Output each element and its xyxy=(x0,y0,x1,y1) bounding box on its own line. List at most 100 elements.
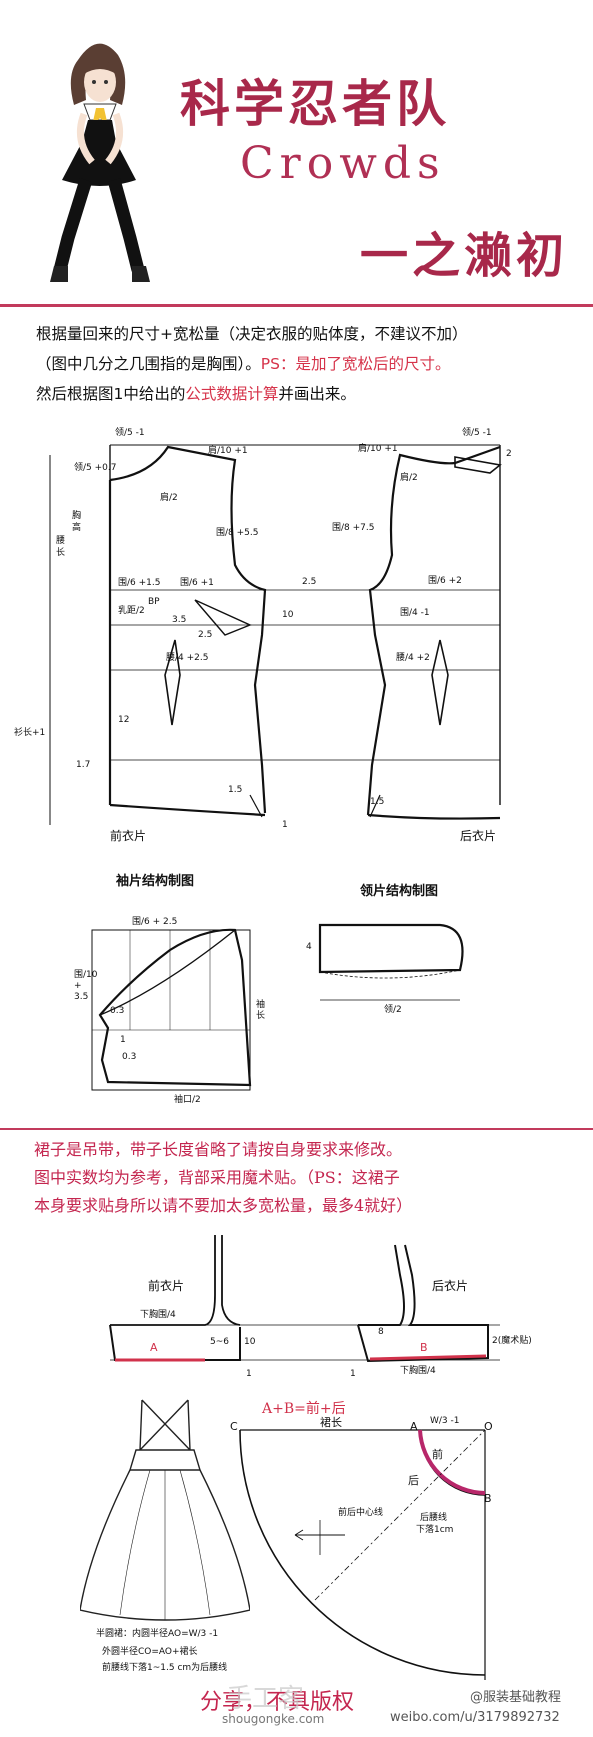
skirt-8: 8 xyxy=(378,1327,384,1337)
skirt-b: B xyxy=(420,1341,428,1354)
skirt-a: A xyxy=(150,1341,158,1354)
f-bp: BP xyxy=(148,597,160,607)
circle-c: C xyxy=(230,1420,238,1433)
skirt-front-waist: 下胸围/4 xyxy=(140,1310,176,1320)
skirt-note-2: 图中实数均为参考，背部采用魔术贴。（PS：这裙子 xyxy=(34,1168,400,1187)
header-subtitle: Crowds xyxy=(240,138,446,189)
intro-line-3b: 公式数据计算 xyxy=(185,385,279,403)
circle-front: 前 xyxy=(432,1448,443,1461)
sleeve-drawing xyxy=(91,928,252,1091)
f-waist-len: 腰长 xyxy=(56,536,66,558)
b-2: 2 xyxy=(506,449,512,459)
header: 科学忍者队 Crowds 一之濑初 xyxy=(0,0,593,300)
skirt-1b: 1 xyxy=(350,1369,356,1379)
sleeve-03b: 0.3 xyxy=(122,1052,137,1062)
intro-line-2: （图中几分之几围指的是胸围）。PS：是加了宽松后的尺寸。 xyxy=(36,350,576,379)
formula-2: 外圆半径CO=AO+裙长 xyxy=(102,1647,198,1657)
f-neck-top: 领/5 -1 xyxy=(115,428,145,438)
circle-skirt-drawing xyxy=(239,1429,486,1680)
collar-bottom: 领/2 xyxy=(384,1005,402,1015)
b-shoulder: 肩/10 +1 xyxy=(358,444,398,454)
skirt-bodice-drawing xyxy=(109,1235,500,1363)
f-35: 3.5 xyxy=(172,615,187,625)
f-bust-b: 围/6 +1 xyxy=(180,578,214,588)
footer: 分享，不具版权 手工客 shougongke.com @服装基础教程 weibo… xyxy=(0,1680,593,1737)
bodice-pattern: 领/5 -1 领/5 +0.7 肩/10 +1 肩/2 腰长 胸高 围/8 +5… xyxy=(0,425,593,845)
circle-w: W/3 -1 xyxy=(430,1416,460,1426)
collar-pattern: 领片结构制图 4 领/2 xyxy=(300,880,520,1030)
intro-line-2a: （图中几分之几围指的是胸围）。 xyxy=(36,355,261,373)
sleeve-1: 1 xyxy=(120,1035,126,1045)
collar-drawing xyxy=(318,923,464,1001)
anime-girl-illustration xyxy=(50,43,150,282)
bodice-drawing xyxy=(49,444,502,825)
collar-h4: 4 xyxy=(306,942,312,952)
intro-line-3: 然后根据图1中给出的公式数据计算并画出来。 xyxy=(36,380,576,409)
f-shoulder-half: 肩/2 xyxy=(160,493,178,503)
formula-3: 前腰线下落1~1.5 cm为后腰线 xyxy=(102,1663,228,1673)
circle-b: B xyxy=(484,1492,492,1505)
b-neck: 领/5 -1 xyxy=(462,428,492,438)
sleeve-bottom: 袖口/2 xyxy=(174,1095,201,1105)
footer-weibo: @服装基础教程 xyxy=(470,1690,562,1705)
skirt-back-waist: 下胸围/4 xyxy=(400,1366,436,1376)
f-armhole: 围/8 +5.5 xyxy=(216,528,259,538)
sleeve-side: 围/10 + 3.5 xyxy=(74,970,98,1002)
circle-o: O xyxy=(484,1420,493,1433)
center-line-label: 前后中心线 xyxy=(338,1508,384,1518)
gap-25: 2.5 xyxy=(302,577,317,587)
circle-len: 裙长 xyxy=(320,1416,342,1429)
f-25: 2.5 xyxy=(198,630,213,640)
circle-back: 后 xyxy=(408,1474,419,1487)
f-bust-a: 围/6 +1.5 xyxy=(118,578,161,588)
sleeve-03a: 0.3 xyxy=(110,1006,125,1016)
front-piece-label: 前衣片 xyxy=(110,829,147,843)
divider-top xyxy=(0,304,593,307)
skirt-bodice: 前衣片 后衣片 下胸围/4 下胸围/4 A B 5~6 10 8 2(魔术贴) … xyxy=(0,1235,593,1385)
intro-line-3c: 并画出来。 xyxy=(278,385,356,403)
skirt-note-1: 裙子是吊带，带子长度省略了请按自身要求来修改。 xyxy=(34,1140,403,1159)
sleeve-pattern: 袖片结构制图 围/6 + 2.5 围/10 + 3.5 袖长 0.3 0.3 1… xyxy=(70,870,290,1110)
sleeve-len: 袖长 xyxy=(256,1000,266,1021)
b-15: 1.5 xyxy=(370,797,385,807)
footer-site: 手工客 xyxy=(226,1684,305,1714)
b-shoulder-half: 肩/2 xyxy=(400,473,418,483)
sleeve-top: 围/6 + 2.5 xyxy=(132,917,178,927)
b-bust-b: 围/4 -1 xyxy=(400,608,430,618)
header-title: 科学忍者队 xyxy=(180,74,450,133)
dress-section: A+B=前+后 C 裙长 A W/3 -1 O 前 后 B 前后中心线 后腰线 … xyxy=(0,1390,593,1680)
f-neck-side: 领/5 +0.7 xyxy=(74,463,117,473)
footer-share: 分享，不具版权 xyxy=(200,1690,355,1715)
skirt-back-label: 后衣片 xyxy=(432,1279,469,1293)
divider-mid xyxy=(0,1128,593,1130)
skirt-10: 10 xyxy=(244,1337,256,1347)
f-chest-h: 胸高 xyxy=(72,511,82,533)
dress-illustration xyxy=(80,1399,250,1621)
f-15: 1.5 xyxy=(228,785,243,795)
intro-line-2b: PS：是加了宽松后的尺寸。 xyxy=(260,355,451,373)
f-total: 衫长+1 xyxy=(14,728,46,738)
footer-weibo-url: weibo.com/u/3179892732 xyxy=(390,1710,560,1725)
drop-label: 下落1cm xyxy=(416,1525,454,1535)
b-bust-a: 围/6 +2 xyxy=(428,576,462,586)
skirt-1a: 1 xyxy=(246,1369,252,1379)
f-dart: 乳距/2 xyxy=(118,606,145,616)
sleeve-title: 袖片结构制图 xyxy=(116,874,195,889)
f-12: 12 xyxy=(118,715,130,725)
circle-a: A xyxy=(410,1420,418,1433)
skirt-front-label: 前衣片 xyxy=(148,1279,185,1293)
back-waist-line-label: 后腰线 xyxy=(420,1513,448,1523)
f-waist: 腰/4 +2.5 xyxy=(166,653,209,663)
skirt-note-3: 本身要求贴身所以请不要加太多宽松量，最多4就好） xyxy=(34,1196,413,1215)
formula-1: 半圆裙：内圆半径AO=W/3 -1 xyxy=(96,1629,219,1639)
skirt-velcro: 2(魔术贴) xyxy=(492,1336,532,1346)
b-armhole: 围/8 +7.5 xyxy=(332,523,375,533)
f-shoulder: 肩/10 +1 xyxy=(208,446,248,456)
collar-title: 领片结构制图 xyxy=(360,884,439,899)
intro-line-1: 根据量回来的尺寸+宽松量（决定衣服的贴体度，不建议不加） xyxy=(36,325,468,343)
back-piece-label: 后衣片 xyxy=(460,829,497,843)
equation: A+B=前+后 xyxy=(262,1401,346,1417)
gap-10: 10 xyxy=(282,610,294,620)
f-17: 1.7 xyxy=(76,760,91,770)
b-waist: 腰/4 +2 xyxy=(396,653,430,663)
